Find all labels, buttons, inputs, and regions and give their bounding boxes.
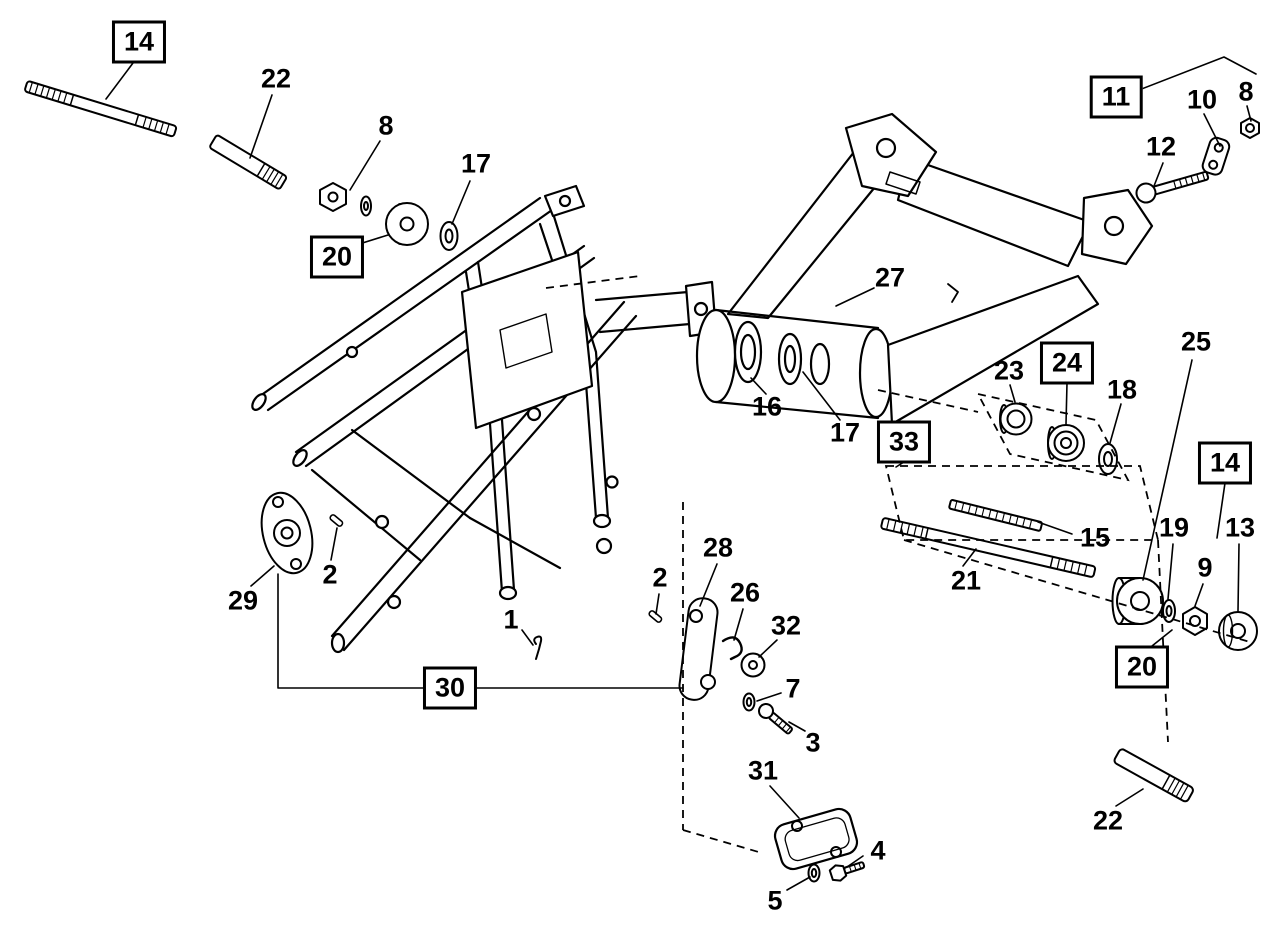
part-cap-13: [1218, 611, 1258, 651]
part-bushing-25: [1111, 577, 1164, 625]
callout-19: 19: [1158, 512, 1190, 543]
leader-lines: [105, 56, 1257, 891]
callout-box-11: 11: [1089, 75, 1143, 119]
part-bracket-29: [260, 491, 314, 575]
callout-box-20-right: 20: [1114, 645, 1170, 689]
callout-29: 29: [227, 585, 259, 616]
swingarm-drawing: [695, 112, 1154, 426]
part-stud-15: [948, 499, 1043, 532]
callout-22-topleft: 22: [260, 63, 292, 94]
callout-32: 32: [770, 610, 802, 641]
part-screw-3: [758, 703, 793, 735]
assembly-dashed-lines: [545, 275, 1251, 854]
part-nut-8-topright: [1240, 117, 1260, 139]
part-bushing-23: [999, 402, 1033, 436]
pivot-washer-17: [777, 332, 803, 386]
callout-13: 13: [1224, 512, 1256, 543]
callout-18: 18: [1106, 374, 1138, 405]
part-bolt-12: [1135, 170, 1210, 204]
part-sleeve-22-bottomright: [1113, 748, 1194, 803]
callout-box-14-topleft: 14: [111, 20, 167, 64]
part-cap-32: [740, 652, 766, 678]
part-stud-21: [880, 517, 1097, 578]
callout-box-14-right: 14: [1197, 441, 1253, 485]
part-hook-26: [721, 636, 743, 661]
callout-17-left: 17: [460, 148, 492, 179]
callout-2-center: 2: [652, 562, 668, 593]
part-bracket-31: [773, 807, 859, 871]
callout-16: 16: [751, 391, 783, 422]
part-mount-24: [1047, 424, 1085, 462]
part-pin-2-left: [329, 514, 344, 527]
callout-8-left: 8: [378, 110, 394, 141]
callout-27: 27: [874, 262, 906, 293]
callout-26: 26: [729, 577, 761, 608]
part-nut-8-left: [319, 182, 372, 217]
small-parts: [24, 80, 1260, 883]
part-washer-18: [1098, 443, 1118, 475]
callout-15: 15: [1079, 522, 1111, 553]
callout-1: 1: [503, 604, 519, 635]
part-screw-4: [828, 861, 866, 882]
callout-17-swingarm: 17: [829, 417, 861, 448]
callout-7: 7: [785, 673, 801, 704]
callout-8-topright: 8: [1238, 76, 1254, 107]
callout-5: 5: [767, 885, 783, 916]
callout-9: 9: [1197, 552, 1213, 583]
part-washer-17-left: [439, 221, 459, 251]
callout-31: 31: [747, 755, 779, 786]
part-stud-14-topleft: [24, 80, 178, 138]
callout-22-bottomright: 22: [1092, 805, 1124, 836]
callout-28: 28: [702, 532, 734, 563]
part-nut-9: [1182, 606, 1208, 636]
callout-4: 4: [870, 835, 886, 866]
callout-box-30: 30: [422, 666, 478, 710]
frame-drawing: [251, 184, 718, 654]
callout-21: 21: [950, 565, 982, 596]
callout-10: 10: [1186, 84, 1218, 115]
part-sleeve-22-topleft: [209, 134, 288, 190]
callout-25: 25: [1180, 326, 1212, 357]
part-washer-7: [742, 692, 756, 712]
callout-12: 12: [1145, 131, 1177, 162]
callout-3: 3: [805, 727, 821, 758]
part-bracket-28: [678, 597, 719, 701]
part-bracket-10: [1201, 136, 1231, 176]
callout-2-left: 2: [322, 559, 338, 590]
callout-box-24: 24: [1039, 341, 1095, 385]
pivot-bearing-16: [733, 320, 763, 384]
callout-box-33: 33: [876, 420, 932, 464]
part-bushing-20-left: [385, 202, 429, 246]
part-pin-2-center: [648, 610, 663, 623]
part-washer-5: [807, 863, 821, 883]
callout-23: 23: [993, 355, 1025, 386]
part-clip-1: [533, 635, 543, 660]
callout-box-20-left: 20: [309, 235, 365, 279]
